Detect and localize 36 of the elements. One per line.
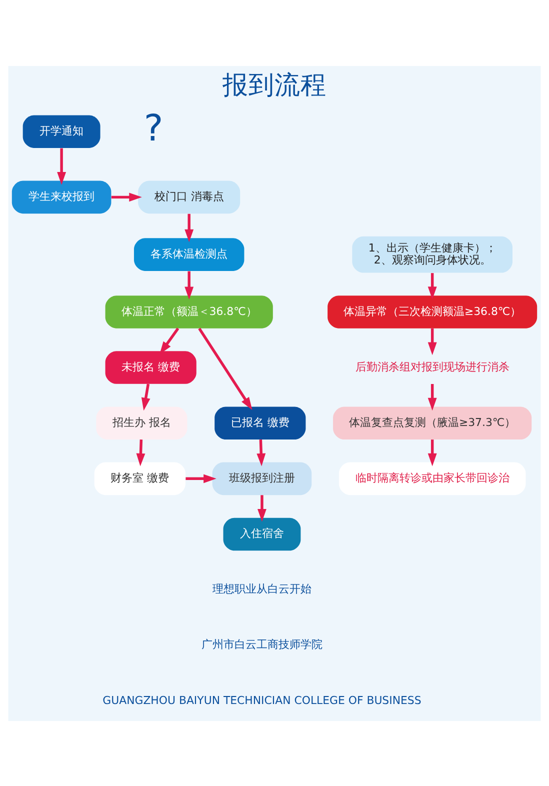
node-box: 财务室 缴费 — [94, 462, 186, 495]
label: 广州市白云工商技师学院 — [201, 638, 322, 651]
arrow — [184, 213, 194, 242]
arrow — [428, 328, 437, 355]
node-box: 入住宿舍 — [223, 517, 301, 550]
node-box: 未报名 缴费 — [105, 350, 196, 384]
arrow — [160, 327, 180, 354]
node-box: 学生来校报到 — [12, 180, 112, 214]
node-box: 已报名 缴费 — [214, 406, 306, 439]
node-box: 体温异常（三次检测额温≥36.8℃） — [328, 295, 538, 328]
arrow — [111, 192, 142, 202]
arrow — [428, 439, 437, 466]
arrow — [258, 494, 266, 522]
arrow — [141, 383, 150, 410]
label: 理想职业从白云开始 — [212, 582, 312, 596]
node-box: 班级报到注册 — [212, 462, 312, 495]
arrow — [57, 148, 66, 184]
arrow — [186, 474, 216, 483]
arrow — [198, 327, 252, 410]
arrow — [136, 439, 146, 466]
node-box: 校门口 消毒点 — [138, 180, 240, 214]
node-box: 各系体温检测点 — [134, 238, 244, 270]
label: GUANGZHOU BAIYUN TECHNICIAN COLLEGE OF BUSINESS — [102, 693, 422, 706]
diagram-title: 报到流程 — [222, 70, 326, 100]
label: ? — [144, 106, 164, 150]
arrow — [428, 272, 437, 299]
arrow — [256, 439, 266, 466]
node-box: 体温正常（额温＜36.8℃） — [105, 295, 273, 328]
node-box: 1、出示（学生健康卡）； 2、观察询问身体状况。 — [352, 236, 512, 272]
node-box: 临时隔离转诊或由家长带回诊治 — [338, 462, 526, 495]
node-box: 体温复查点复测（腋温≥37.3℃） — [333, 406, 532, 439]
node-text: 后勤消杀组对报到现场进行消杀 — [355, 360, 510, 373]
node-box: 开学通知 — [22, 114, 100, 148]
arrow — [428, 384, 437, 410]
node-box: 招生办 报名 — [96, 406, 188, 439]
arrow — [184, 270, 194, 300]
